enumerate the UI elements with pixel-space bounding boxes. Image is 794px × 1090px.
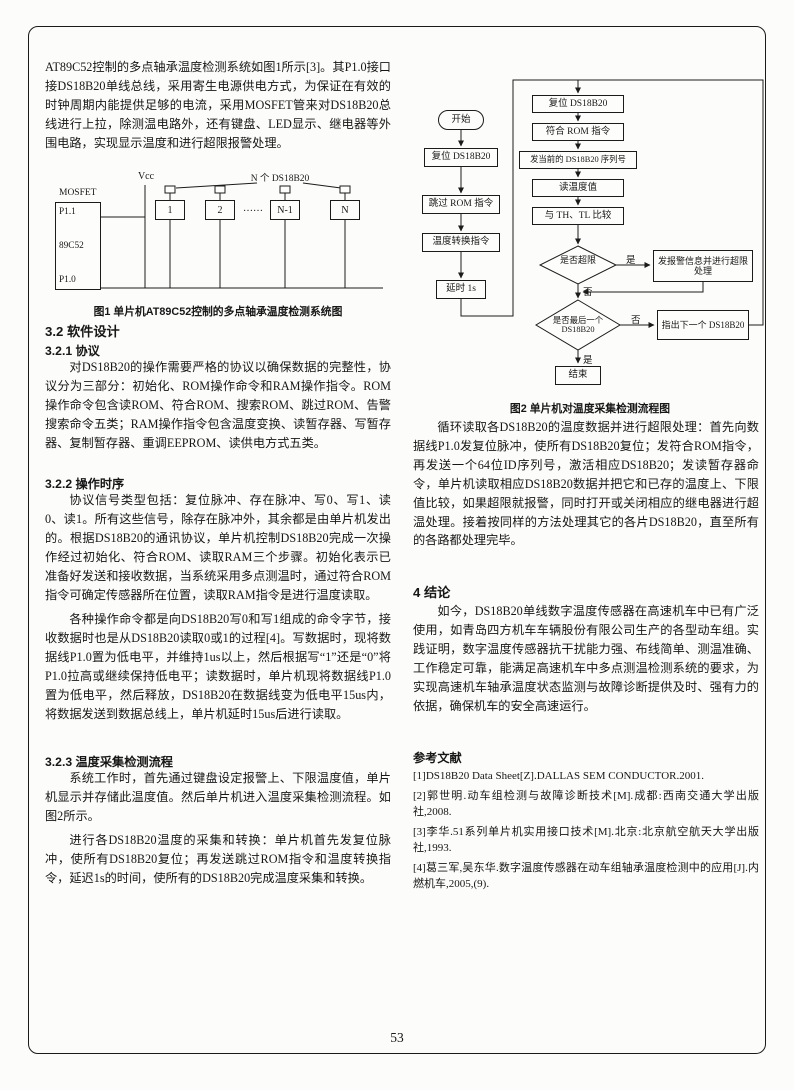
- figure-1-caption: 图1 单片机AT89C52控制的多点轴承温度检测系统图: [93, 306, 343, 318]
- mcu-pin-p11: P1.1: [59, 207, 76, 217]
- decision-last-sensor-label: 是否最后一个 DS18B20: [552, 315, 604, 334]
- timing-paragraph-2: 各种操作命令都是向DS18B20写0和写1组成的命令字节，接收数据时也是从DS1…: [45, 612, 391, 721]
- process-paragraph-2: 进行各DS18B20温度的采集和转换：单片机首先发复位脉冲，使所有DS18B20…: [45, 833, 391, 885]
- branch-label-no-over: 否: [583, 288, 593, 298]
- mcu-pin-p10: P1.0: [59, 275, 76, 285]
- branch-label-yes-over: 是: [626, 256, 636, 266]
- flow-node-reset-2: 复位 DS18B20: [532, 95, 624, 113]
- flow-node-end: 结束: [555, 366, 601, 385]
- protocol-paragraph: 对DS18B20的操作需要严格的协议以确保数据的完整性，协议分为三部分：初始化、…: [45, 360, 391, 450]
- flow-node-alarm: 发报警信息并进行超限处理: [653, 250, 753, 282]
- references-heading: 参考文献: [413, 751, 462, 765]
- loop-paragraph: 循环读取各DS18B20的温度数据并进行超限处理：首先向数据线P1.0发复位脉冲…: [413, 420, 759, 548]
- flow-node-skip-rom: 跳过 ROM 指令: [422, 195, 500, 214]
- reference-item-3: [3]李华.51系列单片机实用接口技术[M].北京:北京航空航天大学出版社,19…: [413, 825, 759, 855]
- section-3-2-3-heading: 3.2.3 温度采集检测流程: [45, 755, 173, 769]
- figure-2-flowchart: 开始 复位 DS18B20 跳过 ROM 指令 温度转换指令 延时 1s 复位 …: [413, 70, 767, 395]
- mcu-name: 89C52: [59, 241, 84, 251]
- mosfet-label: MOSFET: [59, 188, 97, 198]
- reference-item-1: [1]DS18B20 Data Sheet[Z].DALLAS SEM COND…: [413, 770, 704, 782]
- section-4-heading: 4 结论: [413, 585, 451, 600]
- conclusion-paragraph: 如今，DS18B20单线数字温度传感器在高速机车中已有广泛使用，如青岛四方机车车…: [413, 604, 759, 713]
- reference-item-4: [4]葛三军,吴东华.数字温度传感器在动车组轴承温度检测中的应用[J].内燃机车…: [413, 861, 759, 891]
- section-3-2-2-heading: 3.2.2 操作时序: [45, 477, 125, 491]
- mcu-box: P1.1 89C52 P1.0: [55, 202, 101, 290]
- process-paragraph-1: 系统工作时，首先通过键盘设定报警上、下限温度值，单片机显示并存储此温度值。然后单…: [45, 771, 391, 823]
- branch-label-yes-last: 是: [583, 356, 593, 366]
- decision-over-limit-label: 是否超限: [559, 255, 596, 265]
- flow-node-reset-1: 复位 DS18B20: [424, 148, 498, 167]
- reference-item-2: [2]郭世明.动车组检测与故障诊断技术[M].成都:西南交通大学出版社,2008…: [413, 789, 759, 819]
- flow-node-start: 开始: [438, 110, 484, 130]
- sensor-box-n-1: N-1: [270, 200, 300, 220]
- flow-node-convert: 温度转换指令: [422, 233, 500, 252]
- flow-node-read-temp: 读温度值: [532, 179, 624, 197]
- section-3-2-heading: 3.2 软件设计: [45, 324, 120, 339]
- sensor-box-1: 1: [155, 200, 185, 220]
- references-list: [1]DS18B20 Data Sheet[Z].DALLAS SEM COND…: [413, 768, 759, 896]
- sensor-box-2: 2: [205, 200, 235, 220]
- sensor-group-label: N 个 DS18B20: [250, 174, 310, 184]
- page-number: 53: [390, 1030, 404, 1045]
- figure-1-diagram: Vcc MOSFET P1.1 89C52 P1.0 N 个 DS18B20 1…: [45, 171, 391, 300]
- branch-label-no-last: 否: [631, 316, 641, 326]
- section-3-2-1-heading: 3.2.1 协议: [45, 344, 100, 358]
- flow-node-compare: 与 TH、TL 比较: [532, 207, 624, 225]
- timing-paragraph-1: 协议信号类型包括：复位脉冲、存在脉冲、写0、写1、读0、读1。所有这些信号，除存…: [45, 493, 391, 602]
- flow-node-next-sensor: 指出下一个 DS18B20: [657, 310, 749, 340]
- intro-paragraph: AT89C52控制的多点轴承温度检测系统如图1所示[3]。其P1.0接口接DS1…: [45, 60, 391, 150]
- ellipsis-dots: ……: [243, 203, 263, 214]
- figure-2-caption: 图2 单片机对温度采集检测流程图: [509, 403, 671, 415]
- sensor-box-n: N: [330, 200, 360, 220]
- decision-over-limit-shape: [538, 245, 618, 285]
- vcc-label: Vcc: [137, 171, 155, 182]
- flow-node-send-id: 发当前的 DS18B20 序列号: [519, 151, 637, 169]
- flow-node-match-rom: 符合 ROM 指令: [532, 123, 624, 141]
- flow-node-delay: 延时 1s: [436, 280, 486, 299]
- figure-1-lines: [101, 182, 383, 289]
- decision-last-sensor-shape: [535, 299, 621, 351]
- flowchart-connectors: [458, 79, 764, 364]
